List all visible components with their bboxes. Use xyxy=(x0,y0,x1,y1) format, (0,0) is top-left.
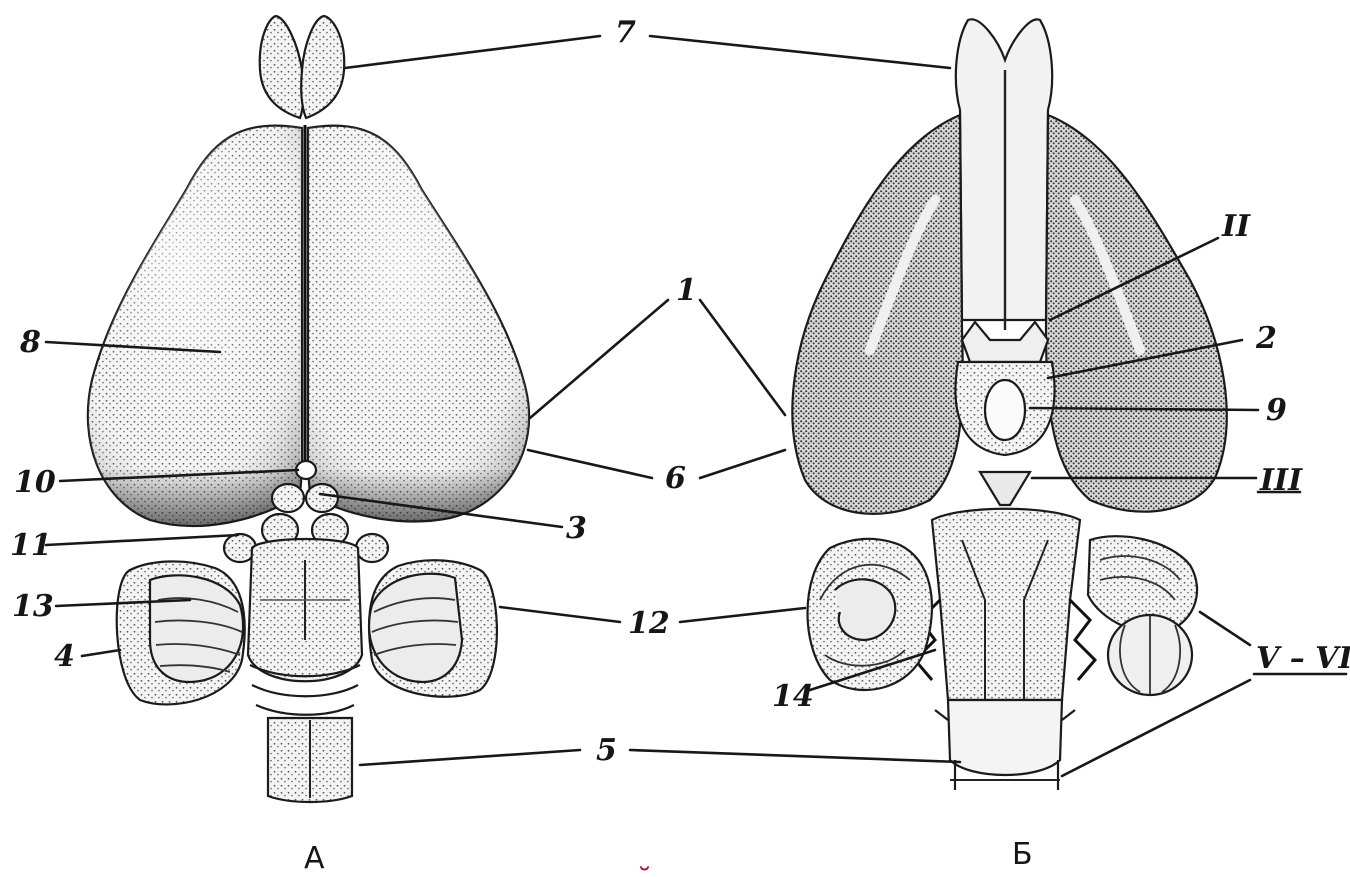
olfactory-bulb-left xyxy=(260,16,304,118)
hemisphere-right-b xyxy=(1046,115,1227,512)
label-12: 12 xyxy=(628,606,670,641)
label-roman-5-7: V – VII xyxy=(1256,641,1350,676)
label-13: 13 xyxy=(12,589,54,624)
olfactory-bulb-right xyxy=(301,16,344,118)
label-roman-2: II xyxy=(1221,209,1251,244)
lateral-lobe-right-b xyxy=(1088,536,1197,695)
label-2: 2 xyxy=(1255,321,1277,356)
panel-a-drawing xyxy=(88,16,529,802)
hemisphere-left-b xyxy=(792,115,962,514)
label-roman-3: III xyxy=(1259,463,1303,498)
caption-panel-a: А xyxy=(304,841,325,876)
caption-panel-b: Б xyxy=(1012,837,1033,872)
label-3: 3 xyxy=(566,511,587,546)
lateral-lobe-right-a xyxy=(369,560,497,697)
medulla-b xyxy=(932,509,1080,700)
stray-mark: ˘ xyxy=(637,863,652,877)
label-1: 1 xyxy=(676,273,697,308)
hypophysis xyxy=(985,380,1025,440)
brainstem-b xyxy=(948,700,1062,775)
label-11: 11 xyxy=(10,528,52,563)
label-10: 10 xyxy=(14,465,56,500)
lateral-lobe-left-b xyxy=(808,539,932,690)
label-7: 7 xyxy=(615,15,636,50)
label-5: 5 xyxy=(596,733,617,768)
label-4: 4 xyxy=(54,639,75,674)
label-14: 14 xyxy=(772,679,814,714)
label-8: 8 xyxy=(19,325,41,360)
label-6: 6 xyxy=(665,461,686,496)
label-9: 9 xyxy=(1266,393,1287,428)
lateral-lobe-left-a xyxy=(117,561,245,704)
